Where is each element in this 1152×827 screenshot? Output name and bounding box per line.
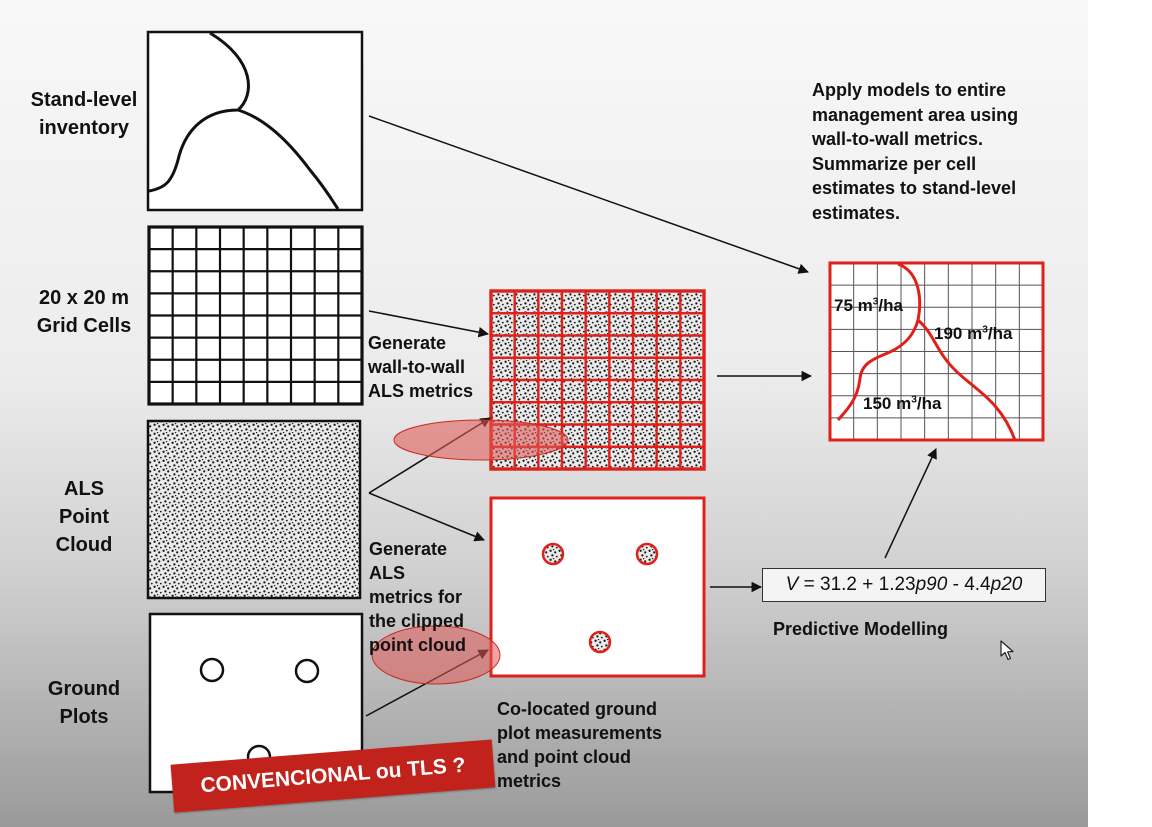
apply-models-note: Apply models to entire management area u… [812,78,1018,225]
value-number: 190 m [934,324,983,343]
workflow-diagram [146,30,1045,794]
label-line: ALS metrics [368,381,474,401]
label-line: Generate [369,539,448,559]
label-line: inventory [38,117,130,139]
formula-p20: p20 [990,574,1023,595]
note-line: estimates. [812,202,901,223]
label-line: Stand-level [30,89,138,111]
value-unit: /ha [987,324,1013,343]
predicted-volume-map [828,261,1045,442]
stand-map-box [146,30,364,212]
label-line: ALS [64,478,104,500]
label-line: Ground [47,678,121,700]
label-line: and point cloud [497,747,631,767]
note-line: Apply models to entire [812,80,1007,100]
value-exponent: 3 [982,324,988,336]
colocated-plots-box [489,496,706,678]
label-line: metrics for [369,587,463,607]
als-point-cloud-label: ALS Point Cloud [14,475,154,559]
formula-v: V [785,574,799,595]
label-line: Generate [368,333,447,353]
colocated-measurements-text: Co-located ground plot measurements and … [497,697,662,793]
formula-p90: p90 [915,574,948,595]
grid-cells-box [147,225,364,406]
stand-boundary-line [836,262,1017,441]
ground-plots-label: Ground Plots [14,675,154,731]
note-line: management area using [812,104,1019,125]
label-line: Cloud [55,534,113,556]
label-line: ALS [369,563,405,583]
label-line: Grid Cells [36,315,132,337]
label-line: Point [59,506,109,528]
value-exponent: 3 [872,296,879,308]
value-exponent: 3 [911,394,917,406]
generate-clipped-metrics-text: Generate ALS metrics for the clipped poi… [369,537,466,657]
volume-label-75: 75 m3/ha [834,296,903,316]
generate-wall-to-wall-text: Generate wall-to-wall ALS metrics [368,331,473,403]
value-unit: /ha [916,394,942,413]
value-number: 150 m [863,394,912,413]
mouse-cursor-icon [1000,640,1014,661]
stand-level-label: Stand-level inventory [14,86,154,142]
formula-part: - 4.4 [947,574,991,595]
value-unit: /ha [878,296,903,315]
volume-label-190: 190 m3/ha [934,324,1012,344]
label-line: 20 x 20 m [38,287,130,309]
label-line: Co-located ground [497,699,657,719]
grid-cells-label: 20 x 20 m Grid Cells [14,284,154,340]
label-line: point cloud [369,635,466,655]
label-line: plot measurements [497,723,663,743]
regression-formula-box: V = 31.2 + 1.23p90 - 4.4p20 [762,568,1046,602]
note-line: Summarize per cell [812,153,977,174]
label-line: metrics [497,771,562,791]
highlight-ellipse [371,625,501,685]
map-border [828,261,1045,442]
label-line: wall-to-wall [368,357,466,377]
label-line: the clipped [369,611,465,631]
predictive-modelling-label: Predictive Modelling [773,619,949,639]
value-number: 75 m [834,296,873,315]
formula-part: = 31.2 + 1.23 [798,574,916,595]
als-point-cloud-box [146,419,362,600]
slide-panel: Stand-level inventory 20 x 20 m Grid Cel… [0,0,1088,827]
volume-label-150: 150 m3/ha [863,394,941,414]
label-line: Plots [59,706,109,728]
highlight-ellipse [393,419,569,461]
note-line: estimates to stand-level [812,178,1017,198]
note-line: wall-to-wall metrics. [812,129,984,149]
